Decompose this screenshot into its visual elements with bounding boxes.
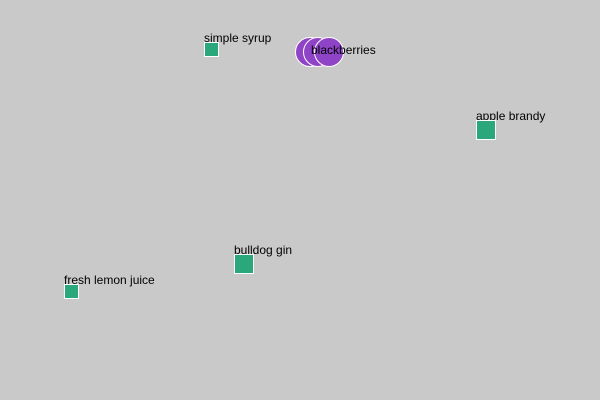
blackberry-circle-icon[interactable] [314,37,344,67]
ingredient-label: fresh lemon juice [64,273,155,287]
ingredient-square-icon[interactable] [234,254,254,274]
ingredient-label: blackberries [311,43,376,57]
ingredient-label: apple brandy [476,109,546,123]
ingredient-label: bulldog gin [234,243,293,257]
ingredient-label: simple syrup [204,31,272,45]
ingredient-square-icon[interactable] [64,284,79,299]
ingredient-square-icon[interactable] [204,42,219,57]
ingredient-square-icon[interactable] [476,120,496,140]
